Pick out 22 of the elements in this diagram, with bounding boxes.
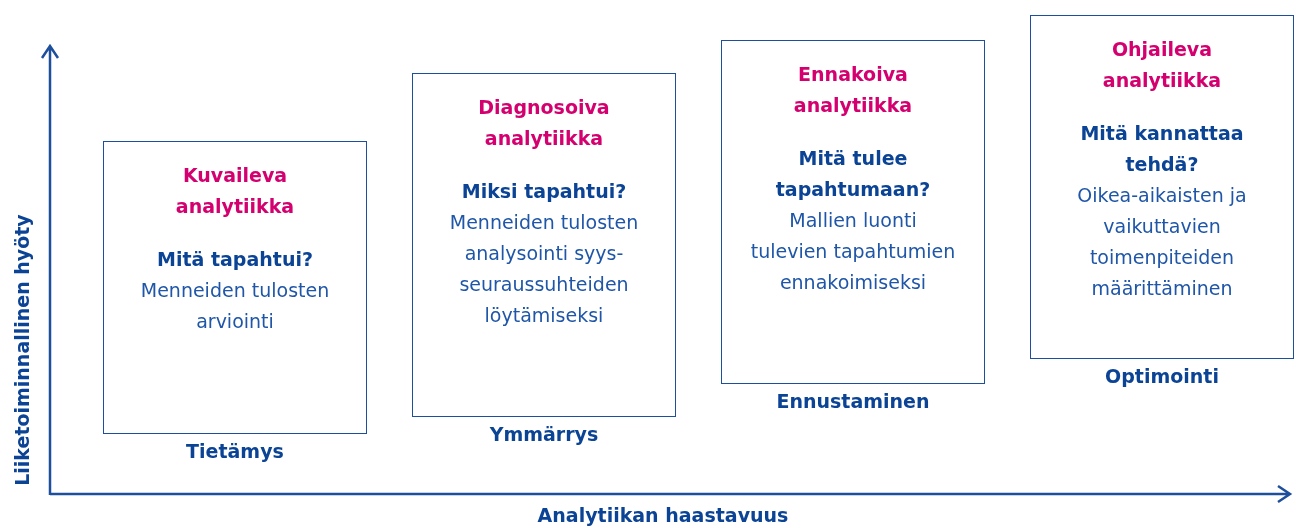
- box-question: Miksi tapahtui?: [460, 179, 628, 204]
- box-description: Oikea-aikaisten ja vaikuttavien toimenpiteiden määrittäminen: [1076, 183, 1248, 301]
- box-question: Mitä kannattaa tehdä?: [1079, 121, 1245, 177]
- stage-label: Ymmärrys: [488, 423, 600, 445]
- box-heading: Ennakoiva analytiikka: [792, 62, 914, 118]
- stage-label: Optimointi: [1104, 365, 1220, 387]
- stage-box: [412, 73, 676, 417]
- stage-label: Tietämys: [185, 440, 285, 462]
- stage-label: Ennustaminen: [775, 390, 931, 412]
- box-description: Menneiden tulosten analysointi syys-seuraussuhteiden löytämiseksi: [448, 210, 640, 328]
- x-axis-title: Analytiikan haastavuus: [537, 504, 789, 526]
- box-description: Menneiden tulosten arviointi: [139, 278, 331, 334]
- box-question: Mitä tulee tapahtumaan?: [774, 146, 932, 202]
- stage-box: [103, 141, 367, 434]
- box-description: Mallien luonti tulevien tapahtumien ennakoimiseksi: [750, 208, 956, 295]
- box-heading: Kuvaileva analytiikka: [174, 163, 296, 219]
- box-question: Mitä tapahtui?: [156, 247, 314, 272]
- box-heading: Ohjaileva analytiikka: [1101, 37, 1223, 93]
- y-axis-title: Liiketoiminnallinen hyöty: [11, 214, 33, 486]
- box-heading: Diagnosoiva analytiikka: [477, 95, 611, 151]
- stage-box: [1030, 15, 1294, 359]
- stage-box: [721, 40, 985, 384]
